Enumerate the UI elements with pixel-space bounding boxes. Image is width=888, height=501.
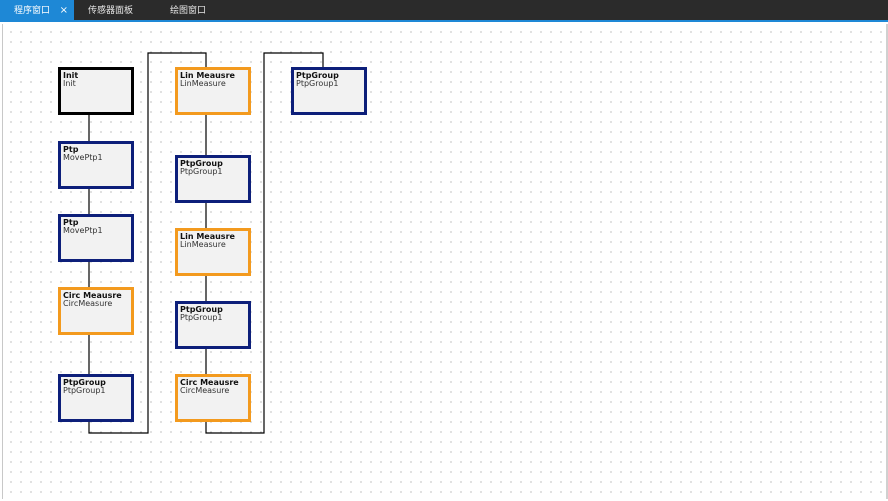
node-name: PtpGroup1 — [180, 167, 223, 176]
node-title: PtpGroup — [296, 71, 339, 80]
tab-sensor-panel[interactable]: 传感器面板 — [74, 0, 156, 22]
node-name: LinMeasure — [180, 240, 226, 249]
flow-node-lin-measure[interactable]: Lin Meausre LinMeasure — [175, 228, 251, 276]
node-name: MovePtp1 — [63, 153, 103, 162]
node-name: PtpGroup1 — [180, 313, 223, 322]
flow-node-ptp-group[interactable]: PtpGroup PtpGroup1 — [291, 67, 367, 115]
tab-program-window[interactable]: 程序窗口 × — [0, 0, 74, 22]
node-name: MovePtp1 — [63, 226, 103, 235]
node-title: Init — [63, 71, 79, 80]
tab-label: 绘图窗口 — [170, 6, 207, 16]
flow-node-ptp[interactable]: Ptp MovePtp1 — [58, 141, 134, 189]
tab-plot-window[interactable]: 绘图窗口 — [156, 0, 230, 22]
node-title: PtpGroup — [180, 305, 223, 314]
node-title: Circ Meausre — [180, 378, 239, 387]
scrollbar[interactable] — [886, 24, 888, 499]
node-title: Lin Meausre — [180, 71, 235, 80]
flow-node-ptp-group[interactable]: PtpGroup PtpGroup1 — [175, 155, 251, 203]
close-icon[interactable]: × — [59, 5, 68, 16]
tab-bar: 程序窗口 × 传感器面板 绘图窗口 — [0, 0, 888, 22]
node-name: CircMeasure — [180, 386, 230, 395]
flow-node-lin-measure[interactable]: Lin Meausre LinMeasure — [175, 67, 251, 115]
node-title: Circ Meausre — [63, 291, 122, 300]
node-title: Ptp — [63, 218, 79, 227]
node-title: Lin Meausre — [180, 232, 235, 241]
node-name: CircMeasure — [63, 299, 113, 308]
tab-label: 传感器面板 — [88, 6, 134, 16]
node-name: LinMeasure — [180, 79, 226, 88]
node-title: PtpGroup — [63, 378, 106, 387]
connector — [205, 52, 324, 434]
flow-node-ptp-group[interactable]: PtpGroup PtpGroup1 — [58, 374, 134, 422]
node-name: PtpGroup1 — [63, 386, 106, 395]
node-name: Init — [63, 79, 76, 88]
node-title: PtpGroup — [180, 159, 223, 168]
program-canvas[interactable] — [2, 24, 887, 499]
flow-node-circ-measure[interactable]: Circ Meausre CircMeasure — [175, 374, 251, 422]
flow-node-ptp[interactable]: Ptp MovePtp1 — [58, 214, 134, 262]
connector — [88, 52, 207, 434]
tab-label: 程序窗口 — [14, 6, 51, 16]
flow-node-ptp-group[interactable]: PtpGroup PtpGroup1 — [175, 301, 251, 349]
flow-node-circ-measure[interactable]: Circ Meausre CircMeasure — [58, 287, 134, 335]
flow-node-init[interactable]: Init Init — [58, 67, 134, 115]
node-title: Ptp — [63, 145, 79, 154]
node-name: PtpGroup1 — [296, 79, 339, 88]
